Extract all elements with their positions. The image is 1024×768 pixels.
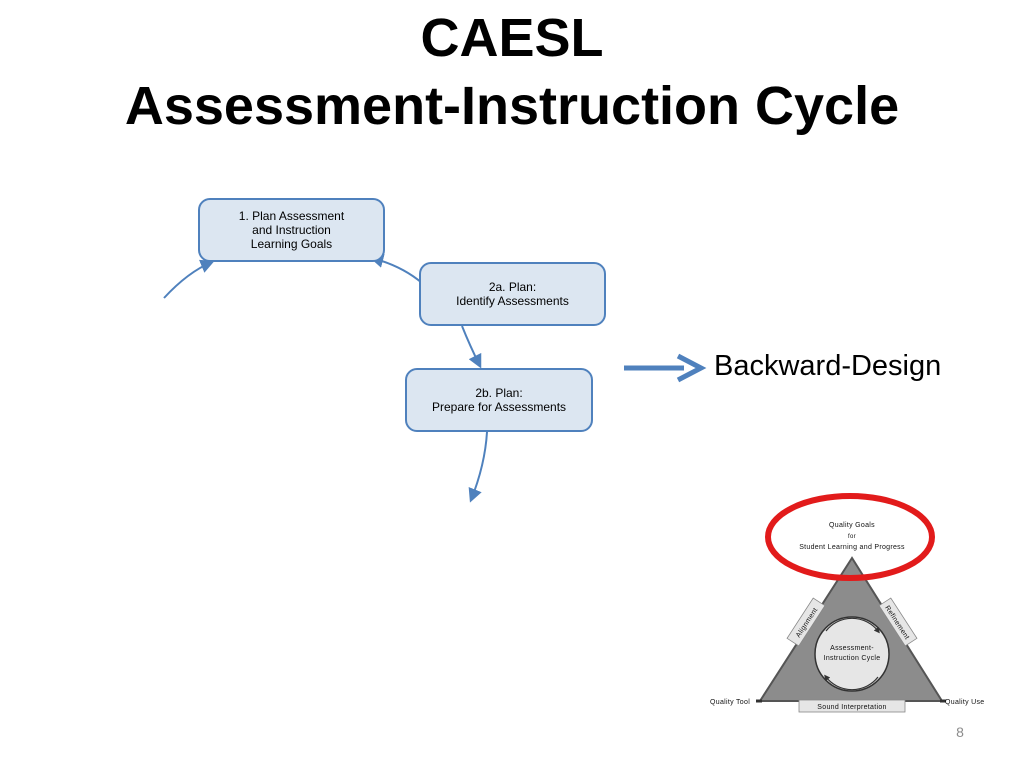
arrow-out-of-step-2b [468, 431, 488, 503]
step-2a-identify-assessments-box: 2a. Plan: Identify Assessments [419, 262, 606, 326]
sound-interpretation-box [798, 699, 906, 713]
cycle-center-circle [814, 616, 890, 692]
slide-title: CAESL Assessment-Instruction Cycle [0, 4, 1024, 140]
step-1-plan-assessment-box: 1. Plan Assessment and Instruction Learn… [198, 198, 385, 262]
refinement-label-box [878, 597, 918, 647]
step-2a-line-1: 2a. Plan: [488, 280, 537, 294]
cycle-center-line-1: Assessment- [830, 645, 874, 652]
cycle-rotation-arrow-bottom [824, 674, 879, 691]
quality-goals-line-3: Student Learning and Progress [799, 544, 905, 551]
quality-tool-label: Quality Tool [710, 699, 750, 706]
step-2b-prepare-assessments-box: 2b. Plan: Prepare for Assessments [405, 368, 593, 432]
step-1-line-2: and Instruction [252, 223, 331, 237]
title-line-1: CAESL [420, 8, 604, 68]
quality-use-label: Quality Use [945, 699, 984, 706]
alignment-label-box [786, 597, 826, 647]
cycle-center-line-2: Instruction Cycle [824, 655, 881, 662]
sound-interpretation-label: Sound Interpretation [817, 704, 886, 711]
arrow-into-step-1 [163, 259, 215, 299]
step-2a-line-2: Identify Assessments [456, 294, 569, 308]
quality-goals-line-2: for [848, 534, 856, 540]
backward-design-label: Backward-Design [714, 350, 942, 382]
quality-goals-line-1: Quality Goals [829, 522, 875, 529]
step-1-line-3: Learning Goals [250, 237, 333, 251]
step-2b-line-2: Prepare for Assessments [431, 400, 567, 414]
cycle-rotation-arrow-top [825, 617, 880, 634]
step-2b-line-1: 2b. Plan: [475, 386, 523, 400]
backward-design-arrow-head [676, 353, 707, 383]
arrow-step-2a-to-2b [461, 325, 482, 369]
title-line-2: Assessment-Instruction Cycle [124, 76, 900, 136]
step-1-line-1: 1. Plan Assessment [238, 209, 345, 223]
quality-goals-highlight-ring [765, 493, 935, 581]
page-number: 8 [956, 724, 964, 740]
